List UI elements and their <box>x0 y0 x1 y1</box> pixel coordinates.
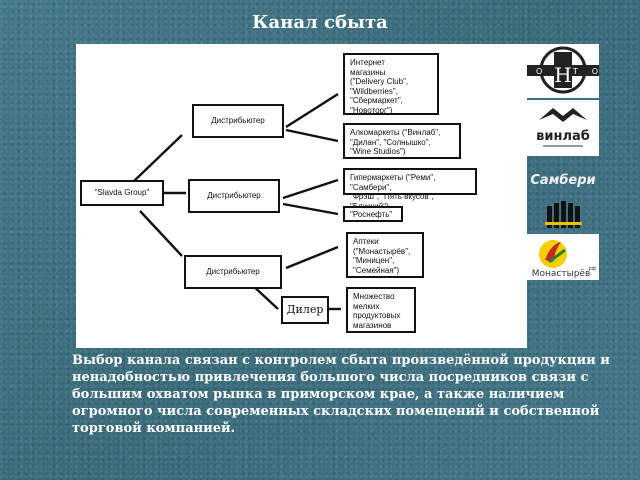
distribution-diagram: "Slavda Group" Дистрибьютер Дистрибьютер… <box>76 44 527 348</box>
samberi-logo: Самбери <box>527 162 599 196</box>
online-stores-node: Интернет магазины ("Delivery Club", "Wil… <box>343 53 439 115</box>
vinlab-logo: винлаб <box>527 100 599 156</box>
connector-dist3-pharmacy <box>285 245 339 270</box>
connector-dist2-hyper <box>282 178 339 200</box>
hypermarkets-node: Гипермаркеты ("Реми", "Самбери", "Фрэш",… <box>343 168 477 211</box>
pharmacies-node: Аптеки ("Монастырёв", "Миницен", "Семейн… <box>346 232 424 278</box>
dealer-node: Дилер <box>281 296 329 324</box>
svg-text:Н: Н <box>554 63 571 87</box>
liquor-stores-node: Алкомаркеты ("Винлаб", "Дилан", "Солнышк… <box>343 123 461 159</box>
connector-dist1-liquor <box>285 128 339 143</box>
rosneft-node: "Роснефть" <box>343 206 403 222</box>
distributor-node-1: Дистрибьютер <box>192 104 284 138</box>
novotorg-logo: Н НОВО ТОРГ <box>527 44 599 98</box>
connector-root-dist1 <box>133 134 183 182</box>
connector-dist1-online <box>285 92 339 129</box>
connector-root-dist3 <box>139 210 183 257</box>
root-node: "Slavda Group" <box>80 180 164 206</box>
monastyrev-logo: Монастырёв .рф <box>527 234 599 280</box>
svg-text:Монастырёв: Монастырёв <box>532 269 591 279</box>
distributor-node-2: Дистрибьютер <box>188 179 280 213</box>
slide-title: Канал сбыта <box>252 12 388 33</box>
svg-text:НОВО ТОРГ: НОВО ТОРГ <box>527 67 599 76</box>
rosneft-logo <box>527 200 599 232</box>
svg-text:.рф: .рф <box>587 266 596 272</box>
diagram-connectors <box>133 92 341 311</box>
partner-logos: Н НОВО ТОРГ винлаб Самбери Монастыр <box>527 44 599 280</box>
svg-text:Самбери: Самбери <box>530 173 595 188</box>
distributor-node-3: Дистрибьютер <box>184 255 282 289</box>
small-stores-node: Множество мелких продуктовых магазинов <box>346 287 416 333</box>
svg-text:винлаб: винлаб <box>536 129 590 144</box>
slide-caption: Выбор канала связан с контролем сбыта пр… <box>72 353 610 436</box>
connector-dist2-rosneft <box>282 202 339 216</box>
